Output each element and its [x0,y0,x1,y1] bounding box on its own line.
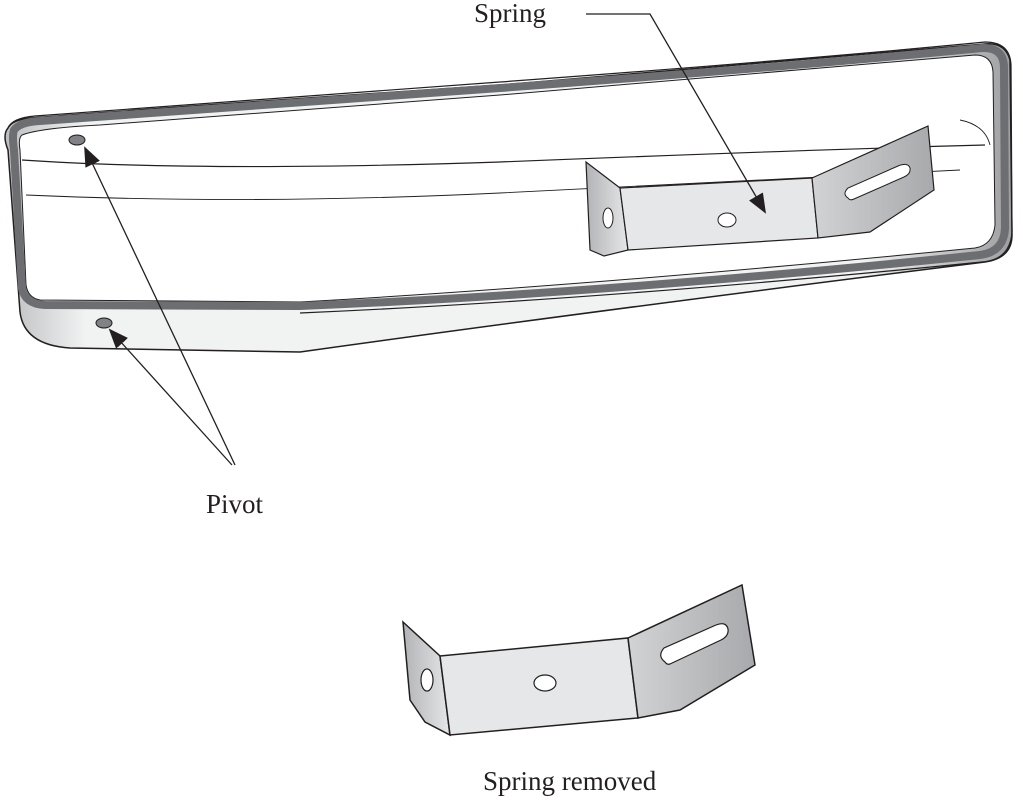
pivot-hole-front [95,317,113,329]
tray-inner-back-edge [21,144,986,168]
tray-rim-outline-outer [7,41,1013,314]
spring-installed-slot [844,163,911,201]
spring-leader-arrow [586,13,767,214]
spring-removed-slot [660,623,729,665]
spring-removed-left-hole [420,668,434,692]
spring-label: Spring [474,0,547,28]
spring-removed [402,583,756,737]
spring-installed-left-hole [602,207,614,229]
leader-lines [84,13,767,466]
pivot-label: Pivot [206,489,264,519]
pivot-leader-arrow-front [108,328,233,466]
spring-installed [585,125,935,257]
tray-rim [9,43,1009,310]
spring-installed-center [619,177,819,251]
spring-removed-center-hole [533,674,557,692]
tray-inner-corner-right [959,119,991,146]
pivot-hole-top [68,134,86,146]
pivot-leader-arrow-top [84,146,236,466]
spring-installed-center-hole [717,212,737,228]
spring-removed-label: Spring removed [483,766,657,796]
